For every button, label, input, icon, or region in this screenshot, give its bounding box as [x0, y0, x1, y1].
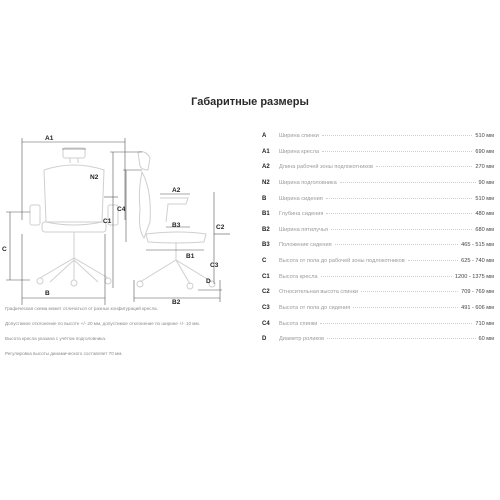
spec-value: 510 мм	[475, 133, 494, 139]
spec-value: 491 - 606 мм	[461, 305, 494, 312]
spec-row: C1 Высота кресла 1200 - 1375 мм	[262, 274, 494, 290]
spec-code: B2	[262, 226, 270, 233]
front-armrest-left	[29, 204, 41, 226]
dotted-leader	[407, 260, 459, 262]
spec-value: 60 мм	[478, 336, 494, 343]
spec-code: B1	[262, 211, 270, 218]
spec-code: D	[262, 336, 267, 343]
label-C3: C3	[210, 262, 219, 269]
spec-name: Высота кресла	[279, 273, 318, 280]
spec-code: C4	[262, 320, 270, 327]
spec-name: Ширина спинки	[279, 133, 319, 139]
spec-value: 709 - 769 мм	[461, 289, 494, 296]
spec-name: Высота от пола до рабочей зоны подлокотн…	[279, 258, 405, 265]
label-B: B	[45, 290, 50, 297]
spec-name: Относительная высота спинки	[279, 289, 359, 296]
side-armrest	[160, 197, 189, 223]
dotted-leader	[322, 150, 473, 152]
spec-value: 510 мм	[475, 195, 494, 202]
chair-dimension-drawing: A1 N2 C B C1 C4 A2 B3 B1 C2 C3 D B2	[2, 135, 230, 305]
front-base	[39, 257, 109, 283]
spec-value: 90 мм	[478, 179, 494, 186]
spec-row: B1 Глубина сидения 480 мм	[262, 211, 494, 227]
label-C1: C1	[103, 218, 112, 225]
spec-code: A2	[262, 164, 270, 171]
label-C4: C4	[117, 206, 126, 213]
note: Высота кресла указана с учётом подголовн…	[5, 336, 107, 341]
dotted-leader	[353, 307, 459, 309]
spec-value: 680 мм	[475, 226, 494, 233]
dotted-leader	[325, 197, 473, 199]
dotted-leader	[330, 228, 473, 230]
spec-name: Ширина сидения	[279, 195, 323, 202]
spec-name: Диаметр роликов	[279, 336, 325, 343]
spec-row: C4 Высота спинки 710 мм	[262, 321, 494, 337]
side-headrest	[137, 151, 151, 171]
spec-name: Высота от пола до сидения	[279, 305, 351, 312]
spec-value: 625 - 740 мм	[461, 258, 494, 265]
label-C: C	[2, 246, 7, 253]
dotted-leader	[334, 244, 459, 246]
spec-row: B3 Положение сидения 465 - 515 мм	[262, 242, 494, 258]
spec-value: 690 мм	[475, 148, 494, 155]
spec-code: A1	[262, 148, 270, 155]
spec-name: Длина рабочей зоны подлокотников	[279, 164, 373, 171]
spec-row: B Ширина сидения 510 мм	[262, 196, 494, 212]
dotted-leader	[321, 135, 473, 136]
notes: Графическая схема может отличаться от ра…	[5, 306, 215, 366]
spec-code: B3	[262, 242, 270, 249]
label-B2: B2	[172, 299, 181, 305]
label-A2: A2	[172, 187, 181, 194]
side-base	[139, 259, 213, 285]
spec-name: Положение сидения	[279, 242, 332, 249]
spec-row: C2 Относительная высота спинки 709 - 769 м…	[262, 289, 494, 305]
spec-list: A Ширина спинки 510 мм A1 Ширина кресла 690 …	[262, 133, 494, 352]
dotted-leader	[361, 291, 459, 293]
spec-value: 270 мм	[475, 164, 494, 171]
dotted-leader	[320, 275, 452, 277]
label-B3: B3	[172, 222, 181, 229]
label-B1: B1	[186, 253, 195, 260]
label-N2: N2	[90, 174, 99, 181]
spec-name: Высота спинки	[279, 320, 318, 327]
label-C2: C2	[216, 224, 225, 231]
spec-row: B2 Ширина пятилучья 680 мм	[262, 227, 494, 243]
spec-value: 710 мм	[475, 320, 494, 327]
side-seat	[145, 231, 207, 244]
spec-name: Ширина подголовника	[279, 179, 337, 186]
spec-row: N2 Ширина подголовника 90 мм	[262, 180, 494, 196]
page-title: Габаритные размеры	[191, 96, 309, 108]
dotted-leader	[320, 322, 473, 324]
note: Графическая схема может отличаться от ра…	[5, 306, 158, 311]
note: Регулировка высоты динамического составл…	[5, 351, 123, 356]
spec-code: C1	[262, 273, 270, 280]
label-D: D	[206, 278, 211, 285]
spec-name: Глубина сидения	[279, 211, 324, 218]
note: Допустимое отклонение по высоте +/- 20 м…	[5, 321, 200, 326]
spec-row: C3 Высота от пола до сидения 491 - 606 мм	[262, 305, 494, 321]
dotted-leader	[327, 338, 476, 340]
dotted-leader	[326, 213, 473, 215]
dotted-leader	[339, 181, 476, 183]
spec-code: C	[262, 258, 267, 265]
spec-name: Ширина пятилучья	[279, 226, 328, 233]
spec-value: 1200 - 1375 мм	[454, 273, 494, 280]
spec-row: D Диаметр роликов 60 мм	[262, 336, 494, 352]
label-A1: A1	[45, 135, 54, 142]
spec-code: N2	[262, 179, 270, 186]
spec-name: Ширина кресла	[279, 148, 320, 155]
spec-row: A2 Длина рабочей зоны подлокотников 270 мм	[262, 164, 494, 180]
spec-code: A	[262, 133, 267, 139]
spec-code: C3	[262, 305, 270, 312]
spec-row: C Высота от пола до рабочей зоны подлокот…	[262, 258, 494, 274]
spec-row: A Ширина спинки 510 мм	[262, 133, 494, 149]
spec-code: B	[262, 195, 267, 202]
front-headrest	[62, 147, 86, 159]
spec-value: 480 мм	[475, 211, 494, 218]
spec-code: C2	[262, 289, 270, 296]
dotted-leader	[375, 166, 473, 168]
side-backrest	[138, 170, 151, 240]
spec-row: A1 Ширина кресла 690 мм	[262, 149, 494, 165]
spec-value: 465 - 515 мм	[461, 242, 494, 249]
